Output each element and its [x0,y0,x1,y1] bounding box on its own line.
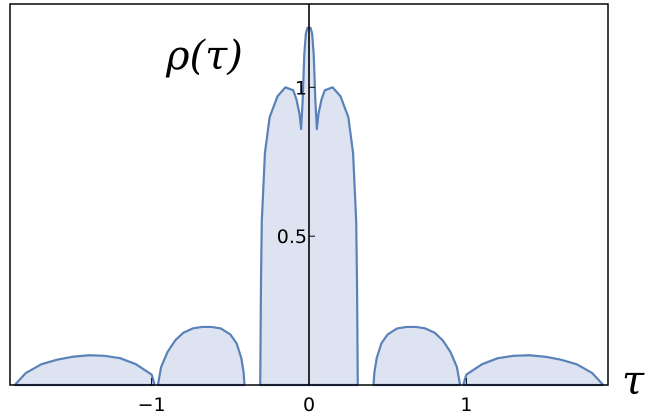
axis-ticks: −1 0 1 0.5 1 [138,77,473,416]
x-tick-label: −1 [138,394,166,416]
y-tick-label: 1 [295,77,307,99]
lobe-1 [13,354,156,387]
x-axis-label: τ [622,358,645,404]
lobe-2 [156,325,246,387]
lobe-5 [462,354,605,387]
x-tick-label: 0 [303,394,315,416]
lobe-4 [372,325,462,387]
y-tick-label: 0.5 [277,226,307,248]
y-axis-label: ρ(τ) [165,33,243,79]
x-tick-label: 1 [460,394,472,416]
